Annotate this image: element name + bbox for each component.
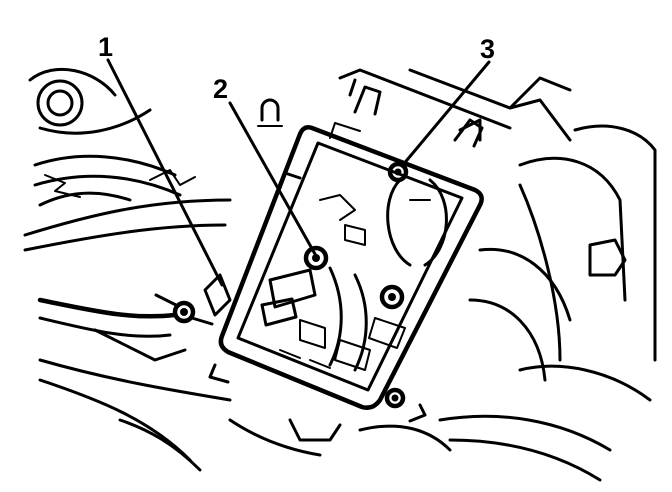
- bolt-upper-left: [303, 245, 329, 271]
- leader-line-3: [400, 60, 491, 168]
- underhood-fuse-block: [208, 85, 484, 423]
- leader-line-2: [228, 101, 317, 256]
- right-bracket: [573, 124, 657, 362]
- bolt-lower: [384, 387, 406, 409]
- ground-stud: [154, 273, 232, 326]
- hose-clip: [260, 98, 280, 122]
- bolt-upper-right: [387, 161, 409, 183]
- bolt-center-right: [379, 284, 405, 310]
- wiring-harness-left: [33, 154, 177, 177]
- background-components: [23, 67, 657, 482]
- callout-2: 2: [213, 74, 228, 104]
- fuse-block-housing: [218, 125, 484, 410]
- leader-lines: [106, 58, 491, 287]
- lower-hose-left: [37, 297, 178, 319]
- callout-labels: 1 2 3: [98, 32, 495, 104]
- callout-1: 1: [98, 32, 113, 62]
- fuse-block-bolts: [303, 161, 409, 409]
- leader-line-1: [106, 58, 224, 287]
- round-fitting: [36, 79, 84, 127]
- callout-3: 3: [480, 34, 495, 64]
